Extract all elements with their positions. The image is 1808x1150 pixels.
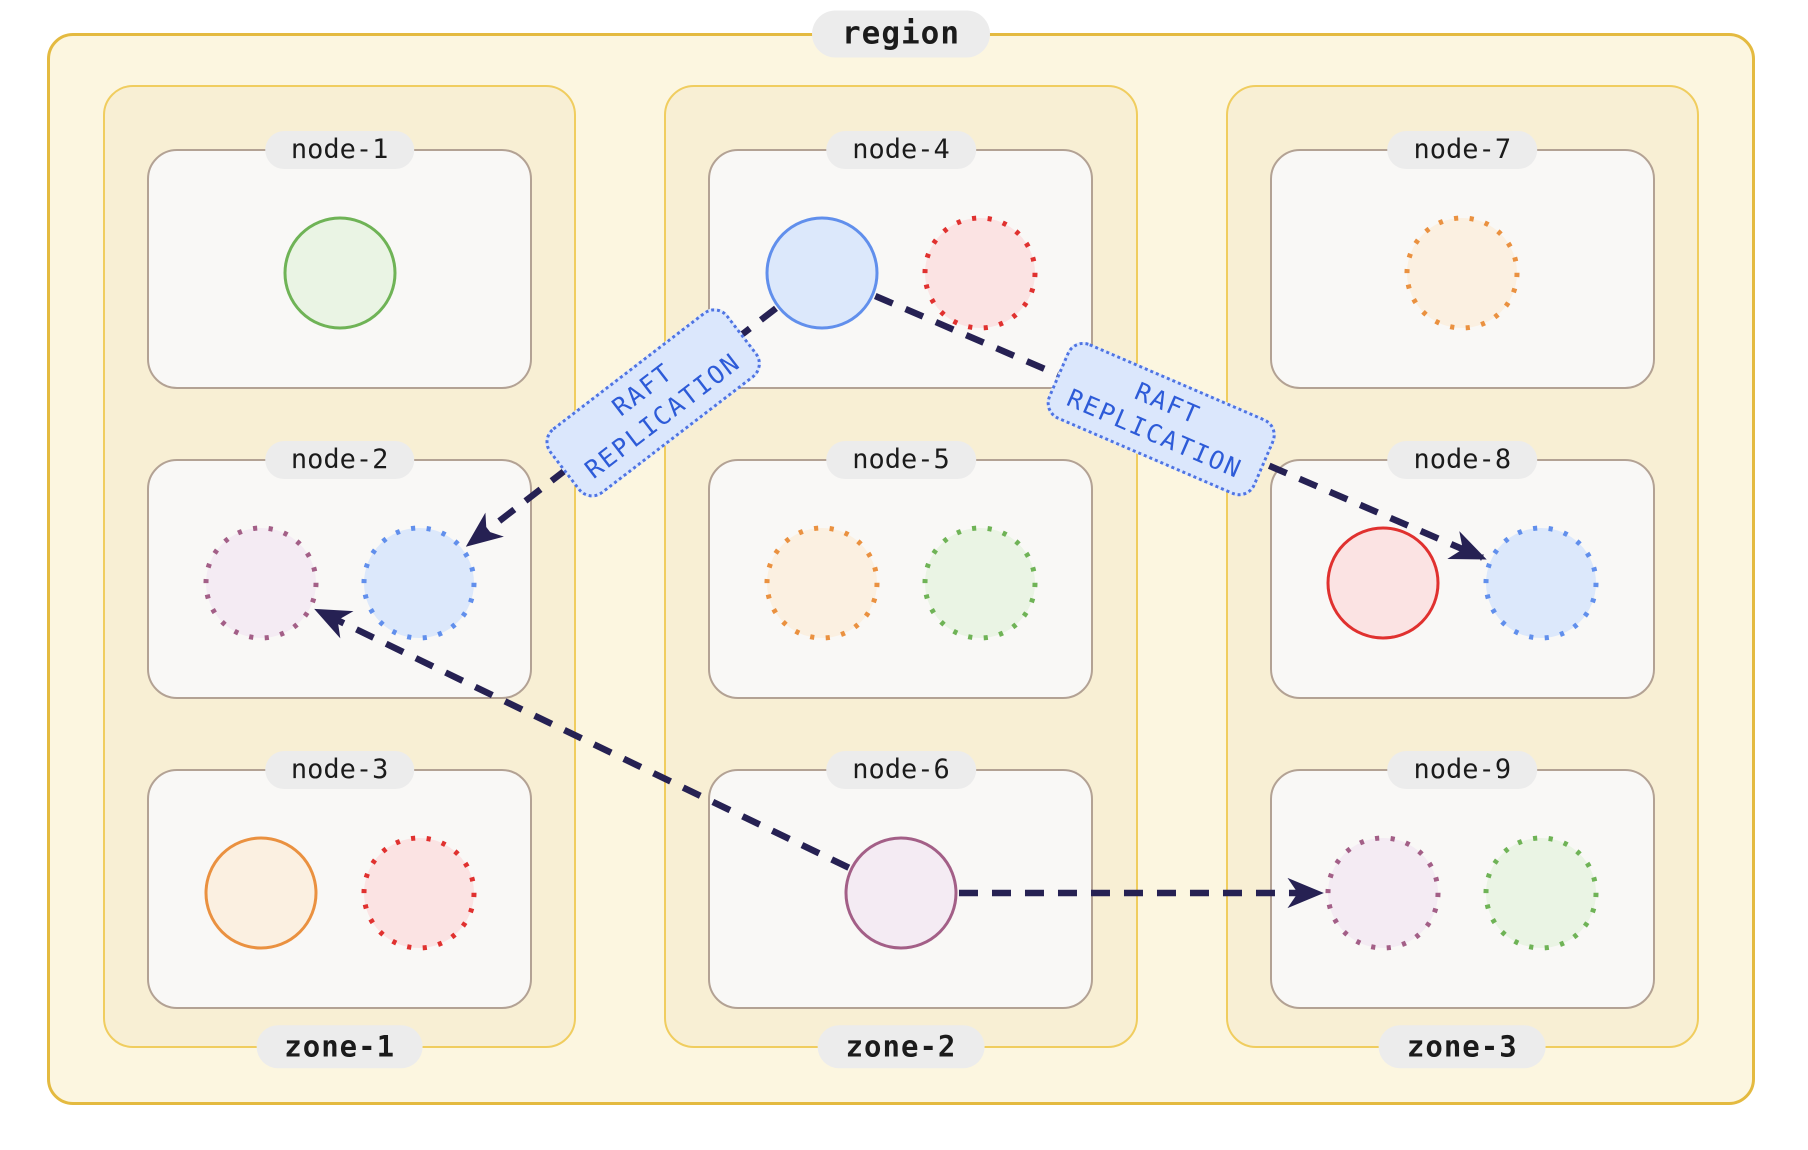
node-1-replica-green-solid: [283, 216, 397, 330]
node-label: node-5: [826, 441, 976, 480]
node-label: node-6: [826, 751, 976, 790]
region-label: region: [812, 10, 990, 58]
node-2-replica-purple-dashed: [203, 525, 319, 641]
node-label: node-2: [264, 441, 415, 480]
zone-nodes: node-4 node-5 node-6: [666, 87, 1135, 1009]
zone-label: zone-1: [256, 1025, 424, 1069]
replica-row: [1272, 461, 1653, 697]
zone-box-zone-1: node-1 node-2 node-3 zone-1: [103, 85, 577, 1069]
node-label: node-4: [826, 131, 976, 170]
node-3-replica-orange-solid: [204, 836, 318, 950]
node-label: node-3: [264, 751, 415, 790]
node-label: node-8: [1387, 441, 1538, 480]
node-label: node-9: [1387, 751, 1538, 790]
region-box: region node-1 node-2 node-3 zone-1 node-…: [47, 10, 1755, 1105]
node-7-replica-orange-dashed: [1404, 215, 1520, 331]
node-2-replica-blue-dashed: [361, 525, 477, 641]
node-8-replica-blue-dashed: [1483, 525, 1599, 641]
node-6-replica-purple-solid: [844, 836, 958, 950]
zone-label: zone-2: [817, 1025, 985, 1069]
node-8-replica-red-solid: [1326, 526, 1440, 640]
zone-box-zone-3: node-7 node-8 node-9 zone-3: [1225, 85, 1699, 1069]
node-box-node-2: node-2: [147, 441, 533, 699]
replica-row: [710, 461, 1091, 697]
node-5-replica-orange-dashed: [764, 525, 880, 641]
replica-row: [1272, 151, 1653, 387]
replica-row: [710, 771, 1091, 1007]
node-box-node-7: node-7: [1269, 131, 1655, 389]
node-9-replica-purple-dashed: [1325, 835, 1441, 951]
node-3-replica-red-dashed: [361, 835, 477, 951]
node-5-replica-green-dashed: [922, 525, 1038, 641]
zone-label: zone-3: [1378, 1025, 1546, 1069]
zone-nodes: node-1 node-2 node-3: [105, 87, 574, 1009]
node-box-node-1: node-1: [147, 131, 533, 389]
node-box-node-6: node-6: [708, 751, 1094, 1009]
node-9-replica-green-dashed: [1483, 835, 1599, 951]
node-box-node-5: node-5: [708, 441, 1094, 699]
node-4-replica-red-dashed: [922, 215, 1038, 331]
node-4-replica-blue-solid: [765, 216, 879, 330]
replica-row: [149, 461, 530, 697]
replica-row: [149, 151, 530, 387]
node-label: node-7: [1387, 131, 1538, 170]
replica-row: [149, 771, 530, 1007]
node-box-node-9: node-9: [1269, 751, 1655, 1009]
node-box-node-4: node-4: [708, 131, 1094, 389]
zone-box-zone-2: node-4 node-5 node-6 zone-2: [664, 85, 1138, 1069]
replica-row: [1272, 771, 1653, 1007]
node-label: node-1: [264, 131, 415, 170]
node-box-node-3: node-3: [147, 751, 533, 1009]
zone-nodes: node-7 node-8 node-9: [1228, 87, 1697, 1009]
node-box-node-8: node-8: [1269, 441, 1655, 699]
replica-row: [710, 151, 1091, 387]
